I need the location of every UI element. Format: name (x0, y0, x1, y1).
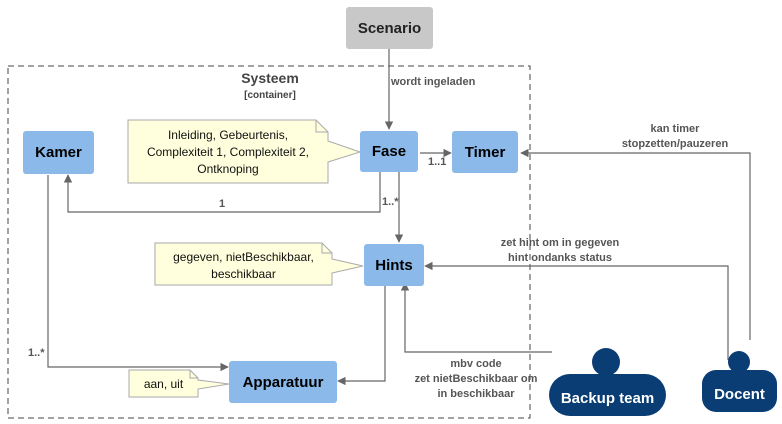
edge-label-backup-hints: mbv code zet nietBeschikbaar om in besch… (414, 358, 538, 400)
note-hints-text: gegeven, nietBeschikbaar, beschikbaar (173, 250, 314, 281)
container-stereotype: [container] (244, 90, 296, 101)
edge-backup-hints (400, 282, 552, 353)
note-fold (321, 243, 332, 254)
edge-docent-hints (424, 261, 729, 360)
edge-label-fase-hints-mult: 1..* (382, 196, 399, 208)
backup-team-actor-head (592, 348, 620, 376)
note-fold (315, 120, 328, 133)
edge-label-docent-hints: zet hint om in gegeven hint ondanks stat… (500, 237, 620, 264)
note-hints-states (154, 242, 364, 286)
edge-fase-kamer (63, 172, 381, 213)
container-boundary (7, 65, 531, 419)
note-apparatuur-text: aan, uit (143, 377, 184, 391)
edge-label-kamer-apparatuur-mult: 1..* (28, 347, 45, 359)
edge-label-fase-timer-mult: 1..1 (428, 156, 447, 168)
container-title: Systeem (241, 70, 299, 86)
backup-team-actor-body[interactable] (549, 374, 666, 416)
docent-actor-body[interactable] (702, 370, 777, 412)
edge-docent-timer (520, 148, 751, 340)
edge-hints-apparatuur (337, 286, 386, 386)
fase-node[interactable]: Fase (360, 131, 418, 172)
apparatuur-node[interactable]: Apparatuur (229, 361, 337, 403)
timer-node[interactable]: Timer (452, 131, 518, 173)
docent-label: Docent (714, 386, 765, 403)
note-fase-text: Inleiding, Gebeurtenis, Complexiteit 1, … (146, 128, 310, 176)
kamer-node[interactable]: Kamer (23, 131, 94, 174)
edge-label-fase-kamer-mult: 1 (219, 198, 226, 210)
edge-kamer-apparatuur (47, 175, 229, 372)
scenario-node[interactable]: Scenario (346, 7, 433, 49)
docent-actor-head (728, 351, 750, 373)
edge-label-scenario-fase: wordt ingeladen (391, 76, 476, 88)
backup-team-label: Backup team (560, 390, 655, 407)
note-fold (189, 370, 198, 379)
edge-label-docent-timer: kan timer stopzetten/pauzeren (621, 123, 729, 150)
hints-node[interactable]: Hints (364, 244, 424, 286)
